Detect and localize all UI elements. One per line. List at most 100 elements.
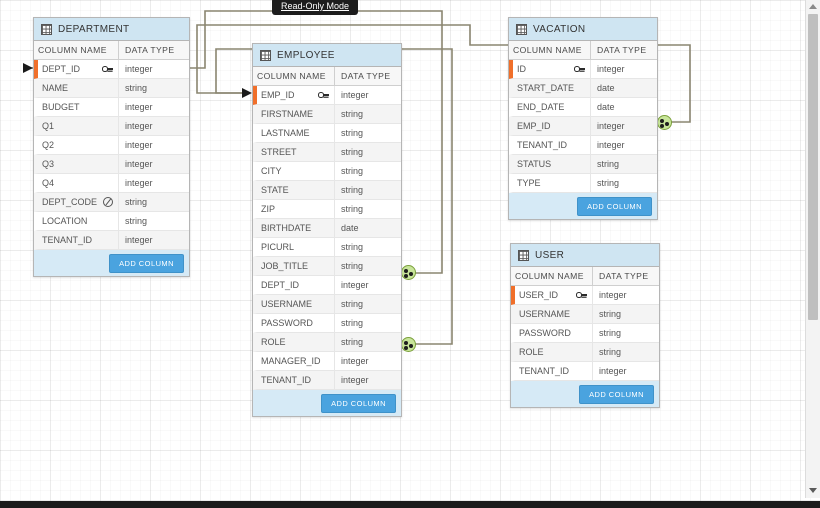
column-name-header-label: COLUMN NAME	[257, 71, 326, 81]
data-type-cell: string	[341, 299, 364, 309]
column-row[interactable]: TENANT_ID integer	[509, 136, 657, 155]
table-title-user[interactable]: USER	[511, 244, 659, 267]
table-title-department[interactable]: DEPARTMENT	[34, 18, 189, 41]
column-name-label: CITY	[261, 166, 282, 176]
column-name-label: END_DATE	[517, 102, 565, 112]
column-name-label: BIRTHDATE	[261, 223, 312, 233]
data-type-cell: string	[125, 197, 148, 207]
data-type-cell: integer	[597, 64, 625, 74]
data-type-cell: date	[597, 83, 615, 93]
primary-key-icon	[318, 91, 329, 100]
data-type-cell: integer	[341, 90, 369, 100]
data-type-cell: string	[341, 128, 364, 138]
column-name-cell: Q2	[38, 136, 119, 154]
column-name-label: ID	[517, 64, 526, 74]
add-column-button[interactable]: ADD COLUMN	[577, 196, 652, 216]
column-name-cell: JOB_TITLE	[257, 257, 335, 275]
column-name-cell: FIRSTNAME	[257, 105, 335, 123]
column-name-label: TENANT_ID	[517, 140, 568, 150]
vertical-scrollbar[interactable]	[805, 0, 820, 498]
table-title-vacation[interactable]: VACATION	[509, 18, 657, 41]
add-column-button[interactable]: ADD COLUMN	[321, 393, 396, 413]
column-name-cell: ROLE	[515, 343, 593, 361]
table-name-label: EMPLOYEE	[277, 49, 335, 61]
column-name-label: STATE	[261, 185, 289, 195]
scroll-up-arrow-icon[interactable]	[809, 4, 817, 9]
add-column-button[interactable]: ADD COLUMN	[109, 253, 184, 273]
scroll-down-arrow-icon[interactable]	[809, 488, 817, 493]
data-type-cell: integer	[341, 280, 369, 290]
column-name-cell: Q4	[38, 174, 119, 192]
table-footer: ADD COLUMN	[511, 381, 659, 407]
data-type-cell: integer	[599, 290, 627, 300]
column-row[interactable]: ID integer	[509, 60, 657, 79]
add-column-button[interactable]: ADD COLUMN	[579, 384, 654, 404]
column-row[interactable]: USER_ID integer	[511, 286, 659, 305]
column-name-label: ROLE	[261, 337, 286, 347]
data-type-cell: string	[599, 328, 622, 338]
table-title-employee[interactable]: EMPLOYEE	[253, 44, 401, 67]
column-name-cell: TENANT_ID	[257, 371, 335, 389]
data-type-cell: integer	[125, 64, 153, 74]
vertical-scrollbar-thumb[interactable]	[808, 14, 818, 320]
column-name-cell: END_DATE	[513, 98, 591, 116]
column-name-label: LOCATION	[42, 216, 88, 226]
column-row[interactable]: USERNAME string	[253, 295, 401, 314]
column-name-cell: NAME	[38, 79, 119, 97]
data-type-cell: integer	[597, 140, 625, 150]
primary-key-icon	[574, 65, 585, 74]
column-name-cell: USERNAME	[257, 295, 335, 313]
read-only-mode-label: Read-Only Mode	[281, 1, 350, 11]
column-name-label: Q2	[42, 140, 55, 150]
column-name-header: COLUMN NAME	[253, 67, 335, 85]
data-type-header: DATA TYPE	[599, 271, 649, 281]
column-name-label: Q4	[42, 178, 55, 188]
endpoint-employee-manager-circle	[401, 337, 416, 352]
data-type-cell: integer	[125, 102, 153, 112]
column-name-label: USER_ID	[519, 290, 559, 300]
column-name-header-label: COLUMN NAME	[38, 45, 107, 55]
table-name-label: DEPARTMENT	[58, 23, 130, 35]
